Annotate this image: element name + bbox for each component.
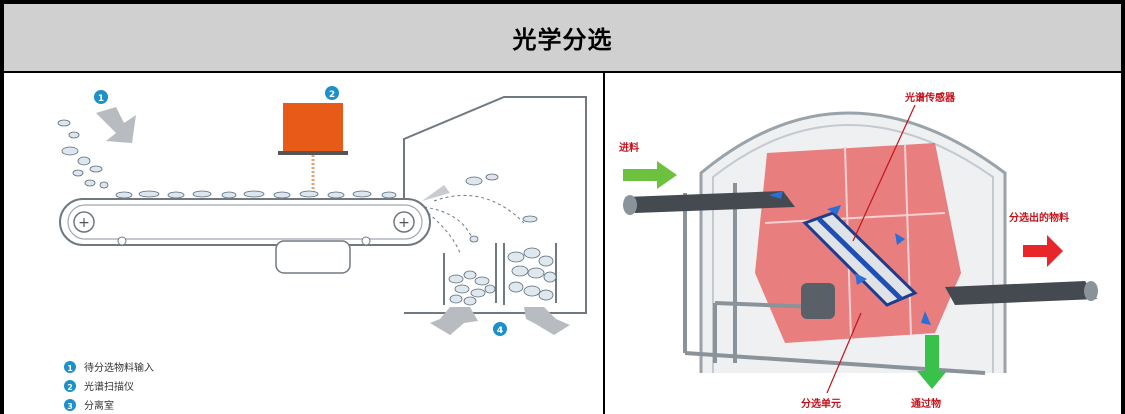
label-sort-unit: 分选单元 <box>801 397 841 410</box>
output-conveyor <box>945 281 1097 305</box>
title-bar: 光学分选 <box>4 4 1121 73</box>
flow-arrows <box>769 191 931 325</box>
feed-arrow <box>623 161 677 189</box>
sensor-pointer <box>852 104 916 242</box>
sorter-illustration-panel: 光谱传感器 进料 分选出的物料 通过物 分选单元 <box>605 73 1121 414</box>
svg-text:光谱扫描仪: 光谱扫描仪 <box>84 380 134 393</box>
schematic-diagram: 1 2 <box>57 86 587 412</box>
svg-text:1: 1 <box>67 364 73 373</box>
svg-text:+: + <box>398 215 410 231</box>
schematic-panel: 1 2 <box>4 73 605 414</box>
legend: 1 待分选物料输入 2 光谱扫描仪 3 分离室 <box>64 361 154 412</box>
conveyor-belt: + + <box>59 198 431 246</box>
svg-text:1: 1 <box>98 94 104 104</box>
material-on-belt <box>115 190 397 199</box>
legend-item-1: 1 待分选物料输入 <box>64 361 154 374</box>
bin-right-material <box>507 247 557 301</box>
output-arrow-right <box>524 307 570 335</box>
bin-left-material <box>448 270 496 306</box>
output-arrow-left <box>430 307 478 335</box>
motor <box>801 283 835 319</box>
marker-4: 4 <box>493 322 507 336</box>
legend-item-3: 3 分离室 <box>64 399 114 412</box>
sorted-out-arrow <box>1023 235 1063 267</box>
svg-text:4: 4 <box>497 326 503 336</box>
spectral-scanner <box>283 103 343 151</box>
falling-material <box>57 119 109 189</box>
svg-text:分离室: 分离室 <box>84 399 114 412</box>
air-jet <box>422 185 450 201</box>
sorter-diagram: 光谱传感器 进料 分选出的物料 通过物 分选单元 <box>619 91 1098 410</box>
sort-unit-pointer <box>826 312 862 394</box>
svg-text:2: 2 <box>67 383 73 392</box>
marker-1: 1 <box>94 90 108 104</box>
drive-unit <box>275 240 351 274</box>
figure-title: 光学分选 <box>512 26 613 54</box>
label-sensor: 光谱传感器 <box>904 91 956 104</box>
ejected-material <box>465 173 538 243</box>
svg-text:+: + <box>78 215 90 231</box>
label-feed: 进料 <box>619 141 639 154</box>
label-sorted-out: 分选出的物料 <box>1009 211 1069 224</box>
svg-text:3: 3 <box>67 402 73 411</box>
svg-text:2: 2 <box>329 90 335 100</box>
separation-chamber <box>403 96 587 314</box>
input-conveyor <box>625 191 795 213</box>
legend-item-2: 2 光谱扫描仪 <box>64 380 134 393</box>
marker-2: 2 <box>325 86 339 100</box>
input-arrow <box>96 107 136 143</box>
svg-text:待分选物料输入: 待分选物料输入 <box>84 361 154 374</box>
label-pass-through: 通过物 <box>911 397 941 410</box>
trajectories <box>423 194 525 254</box>
pass-through-arrow <box>917 335 947 389</box>
scanner-base <box>278 151 348 155</box>
